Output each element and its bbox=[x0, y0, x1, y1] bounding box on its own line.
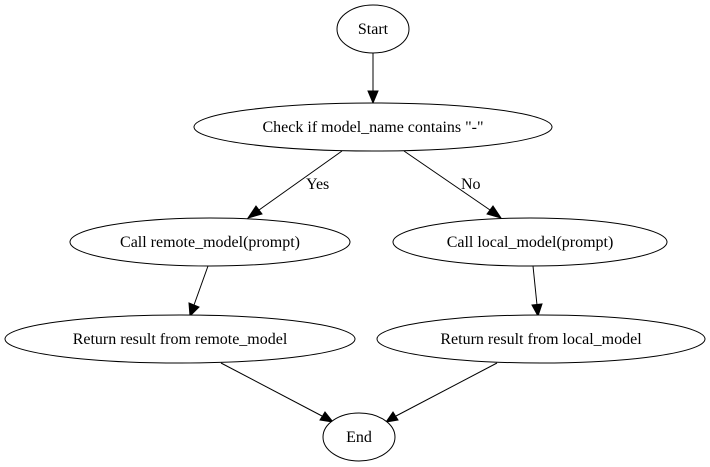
node-check-model-name: Check if model_name contains "-" bbox=[193, 102, 553, 152]
node-return-local-result-label: Return result from local_model bbox=[440, 331, 642, 348]
node-check-model-name-label: Check if model_name contains "-" bbox=[263, 119, 484, 136]
edge-label-yes: Yes bbox=[306, 176, 329, 193]
edge-check-to-remote-call bbox=[246, 150, 343, 219]
node-end-label: End bbox=[346, 429, 372, 446]
edge-local-call-to-local-return bbox=[531, 265, 543, 318]
edge-remote-return-to-end bbox=[220, 362, 335, 423]
edge-start-to-check bbox=[367, 53, 379, 105]
node-start-label: Start bbox=[358, 21, 389, 38]
node-call-local-model: Call local_model(prompt) bbox=[392, 217, 668, 267]
node-return-remote-result-label: Return result from remote_model bbox=[73, 331, 288, 348]
node-call-remote-model-label: Call remote_model(prompt) bbox=[120, 234, 300, 251]
edge-remote-call-to-remote-return bbox=[188, 265, 209, 318]
node-start: Start bbox=[336, 4, 410, 54]
node-return-remote-result: Return result from remote_model bbox=[4, 314, 356, 364]
edge-local-return-to-end bbox=[384, 362, 498, 423]
node-call-local-model-label: Call local_model(prompt) bbox=[447, 234, 614, 251]
node-call-remote-model: Call remote_model(prompt) bbox=[69, 217, 351, 267]
edge-label-no: No bbox=[461, 176, 481, 193]
node-return-local-result: Return result from local_model bbox=[376, 314, 706, 364]
edge-check-to-local-call bbox=[403, 150, 503, 219]
node-end: End bbox=[322, 412, 396, 462]
